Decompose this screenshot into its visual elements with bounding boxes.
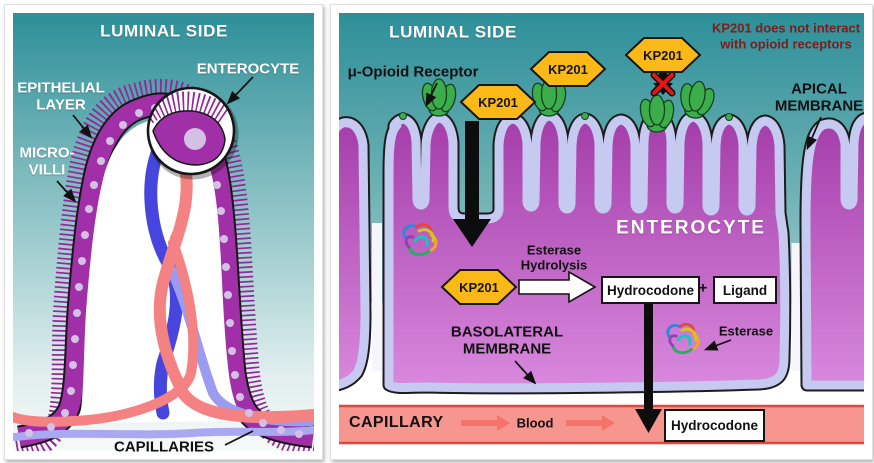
kp201-hexagon-lumen-2: KP201 (529, 51, 607, 87)
label-microvilli-2: VILLI (28, 161, 66, 179)
label-apical-2: MEMBRANE (774, 97, 864, 115)
kp201-hexagon-cell: KP201 (440, 269, 518, 305)
right-title: LUMINAL SIDE (389, 22, 517, 42)
label-blood: Blood (516, 415, 554, 431)
note-line-2: with opioid receptors (720, 36, 852, 52)
label-apical-1: APICAL (791, 80, 847, 98)
to-capillary-arrow (635, 302, 662, 433)
absorption-arrow (453, 121, 491, 247)
microvilli-fringe (14, 78, 314, 451)
label-esterase-hydrolysis-2: Hydrolysis (520, 257, 588, 273)
label-enterocyte-right: ENTEROCYTE (616, 217, 766, 239)
label-enterocyte-left: ENTEROCYTE (196, 60, 300, 78)
kp201-label-2: KP201 (548, 62, 588, 77)
left-title: LUMINAL SIDE (100, 21, 228, 41)
left-label-arrows (56, 76, 254, 446)
basolateral-membrane-arrow (514, 360, 537, 385)
label-esterase-hydrolysis-1: Esterase (526, 242, 582, 258)
enterocyte-circle (146, 86, 239, 180)
kp201-label-3: KP201 (643, 48, 683, 63)
hydrolysis-arrow (518, 270, 597, 304)
right-label-arrows (425, 82, 822, 385)
plus-sign: + (698, 279, 708, 297)
mu-opioid-arrow (425, 82, 438, 108)
panel-villus-overview: LUMINAL SIDE ENTEROCYTE EPITHELIAL LAYER… (4, 4, 323, 460)
note-line-1: KP201 does not interact (711, 20, 861, 36)
label-basolateral-1: BASOLATERAL (450, 323, 564, 341)
red-x-icon (650, 71, 676, 97)
kp201-label-4: KP201 (459, 280, 499, 295)
label-esterase: Esterase (718, 323, 774, 339)
label-mu-opioid: μ-Opioid Receptor (347, 63, 479, 81)
blood-flow-arrow-2 (566, 415, 615, 431)
neighbor-cell-right (799, 112, 864, 392)
microvilli-arrow (56, 180, 77, 203)
label-capillary: CAPILLARY (349, 414, 444, 431)
enterocyte-arrow (226, 76, 254, 105)
main-enterocyte-cell (382, 108, 792, 395)
receptor-buds (399, 112, 733, 121)
hydrocodone-capillary-label: Hydrocodone (670, 418, 758, 433)
hydrocodone-capillary-box: Hydrocodone (664, 409, 765, 442)
neighbor-cell-left (339, 116, 372, 391)
villus-illustration (13, 13, 314, 451)
enterocyte-illustration: KP201 KP201 KP201 KP201 (339, 13, 864, 451)
panel-enterocyte-detail: KP201 KP201 KP201 KP201 (330, 4, 873, 460)
label-capillaries: CAPILLARIES (113, 438, 215, 456)
label-epithelial-2: LAYER (36, 96, 86, 114)
label-basolateral-2: MEMBRANE (462, 340, 552, 358)
kp201-hexagon-lumen-1: KP201 (459, 84, 537, 120)
capillaries-line (224, 430, 254, 446)
apical-membrane-arrow (806, 116, 822, 151)
hydrocodone-box: Hydrocodone (601, 276, 700, 304)
epithelial-arrow (72, 114, 93, 139)
label-epithelial-1: EPITHELIAL (17, 79, 105, 97)
kp201-label-1: KP201 (478, 95, 518, 110)
esterase-arrow (703, 339, 732, 351)
capillary-band (339, 404, 864, 445)
blood-flow-arrow-1 (461, 415, 510, 431)
hydrocodone-box-label: Hydrocodone (606, 282, 694, 298)
kp201-hexagon-lumen-3: KP201 (624, 37, 702, 73)
label-microvilli-1: MICRO- (19, 144, 75, 162)
ligand-box-label: Ligand (722, 282, 768, 298)
ligand-box: Ligand (713, 276, 777, 304)
